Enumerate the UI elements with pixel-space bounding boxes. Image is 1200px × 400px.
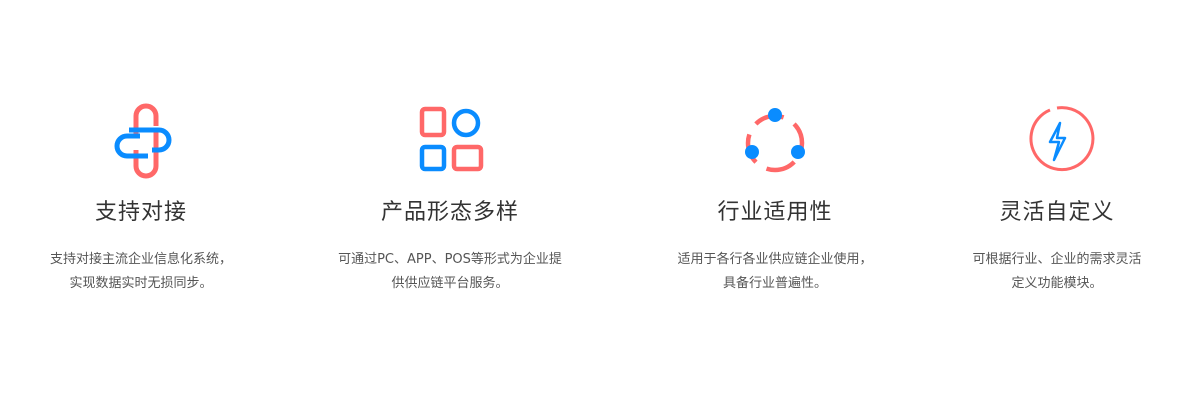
desc-line: 可通过PC、APP、POS等形式为企业提: [338, 252, 562, 267]
feature-description: 支持对接主流企业信息化系统， 实现数据实时无损同步。: [0, 248, 291, 296]
feature-description: 可根据行业、企业的需求灵活 定义功能模块。: [907, 248, 1200, 296]
desc-line: 可根据行业、企业的需求灵活: [972, 252, 1142, 267]
feature-title: 支持对接: [94, 200, 187, 225]
feature-customization: 灵活自定义 可根据行业、企业的需求灵活 定义功能模块。: [907, 100, 1200, 296]
link-icon: [114, 103, 172, 179]
apps-grid-icon: [419, 106, 484, 172]
feature-product-forms: 产品形态多样 可通过PC、APP、POS等形式为企业提 供供应链平台服务。: [300, 100, 600, 296]
feature-integration: 支持对接 支持对接主流企业信息化系统， 实现数据实时无损同步。: [0, 100, 291, 296]
desc-line: 实现数据实时无损同步。: [69, 276, 213, 291]
desc-line: 支持对接主流企业信息化系统，: [49, 252, 232, 267]
lightning-icon: [1029, 106, 1095, 172]
desc-line: 供供应链平台服务。: [391, 276, 509, 291]
desc-line: 适用于各行各业供应链企业使用，: [677, 252, 873, 267]
desc-line: 具备行业普遍性。: [722, 276, 827, 291]
feature-title: 行业适用性: [717, 200, 833, 225]
feature-industry-fit: 行业适用性 适用于各行各业供应链企业使用， 具备行业普遍性。: [625, 100, 925, 296]
feature-description: 适用于各行各业供应链企业使用， 具备行业普遍性。: [625, 248, 925, 296]
desc-line: 定义功能模块。: [1011, 276, 1103, 291]
feature-description: 可通过PC、APP、POS等形式为企业提 供供应链平台服务。: [300, 248, 600, 296]
feature-title: 产品形态多样: [380, 200, 519, 225]
feature-title: 灵活自定义: [999, 200, 1115, 225]
share-network-icon: [745, 108, 805, 173]
